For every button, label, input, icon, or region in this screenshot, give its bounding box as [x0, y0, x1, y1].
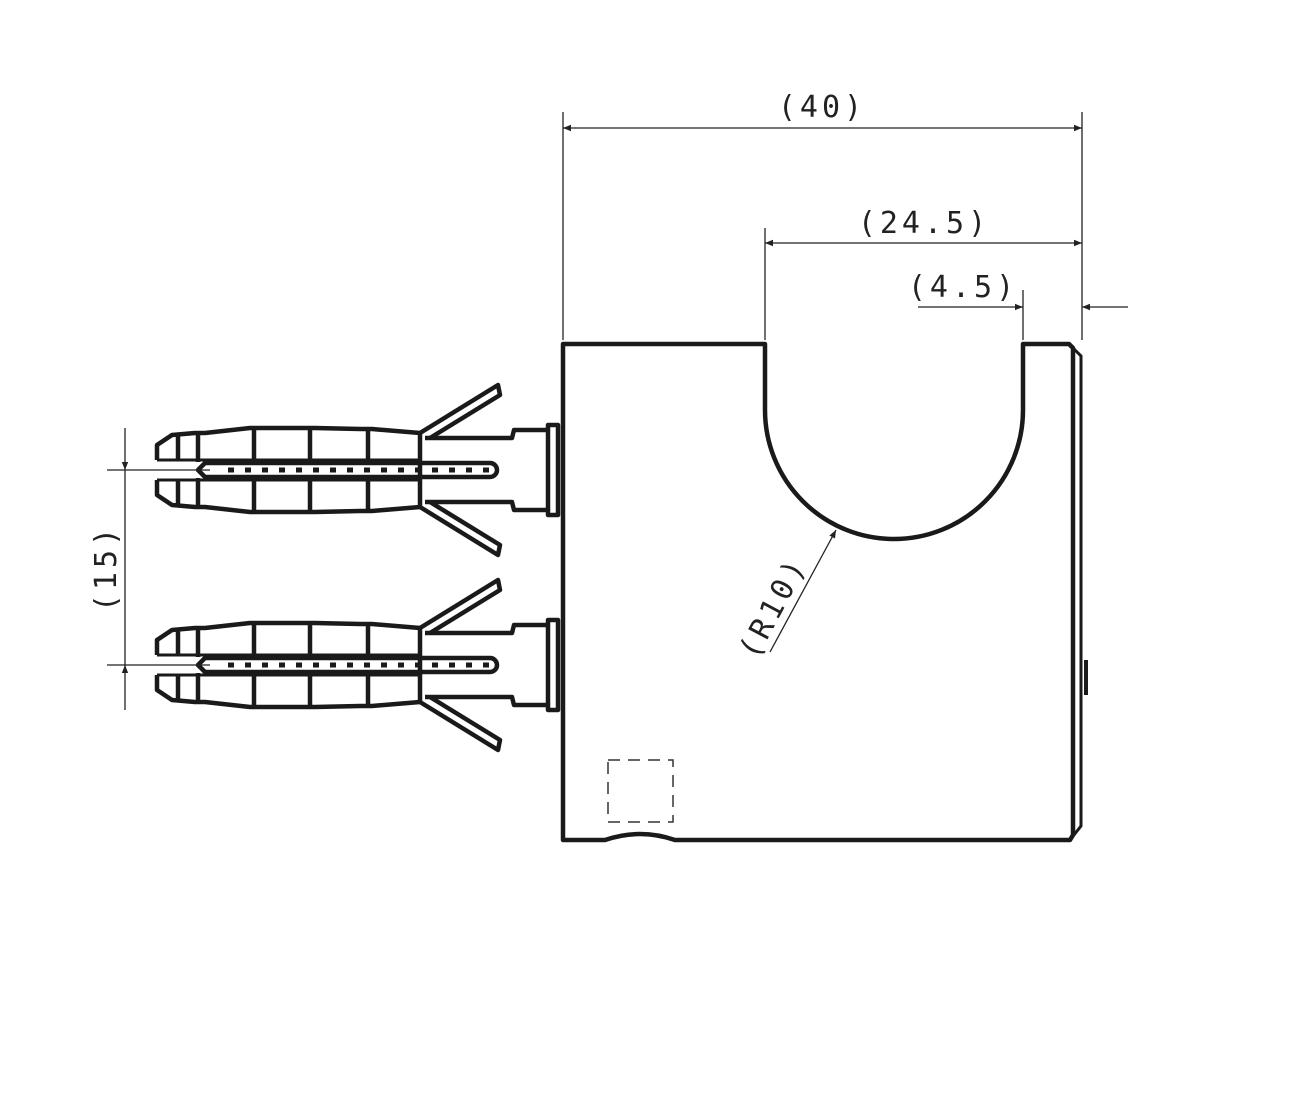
- dim-edge-offset: (4.5): [908, 270, 1018, 305]
- wall-anchor-bottom: [157, 580, 558, 750]
- dimension-lines: [107, 112, 1128, 710]
- dim-slot-radius: (R10): [732, 551, 815, 665]
- wall-anchor-top: [157, 385, 558, 555]
- hidden-feature: [607, 759, 674, 823]
- dim-slot-offset: (24.5): [858, 206, 990, 241]
- dim-anchor-spacing: (15): [89, 524, 124, 612]
- dim-overall-width: (40): [778, 90, 866, 125]
- holder-body: [560, 341, 1088, 843]
